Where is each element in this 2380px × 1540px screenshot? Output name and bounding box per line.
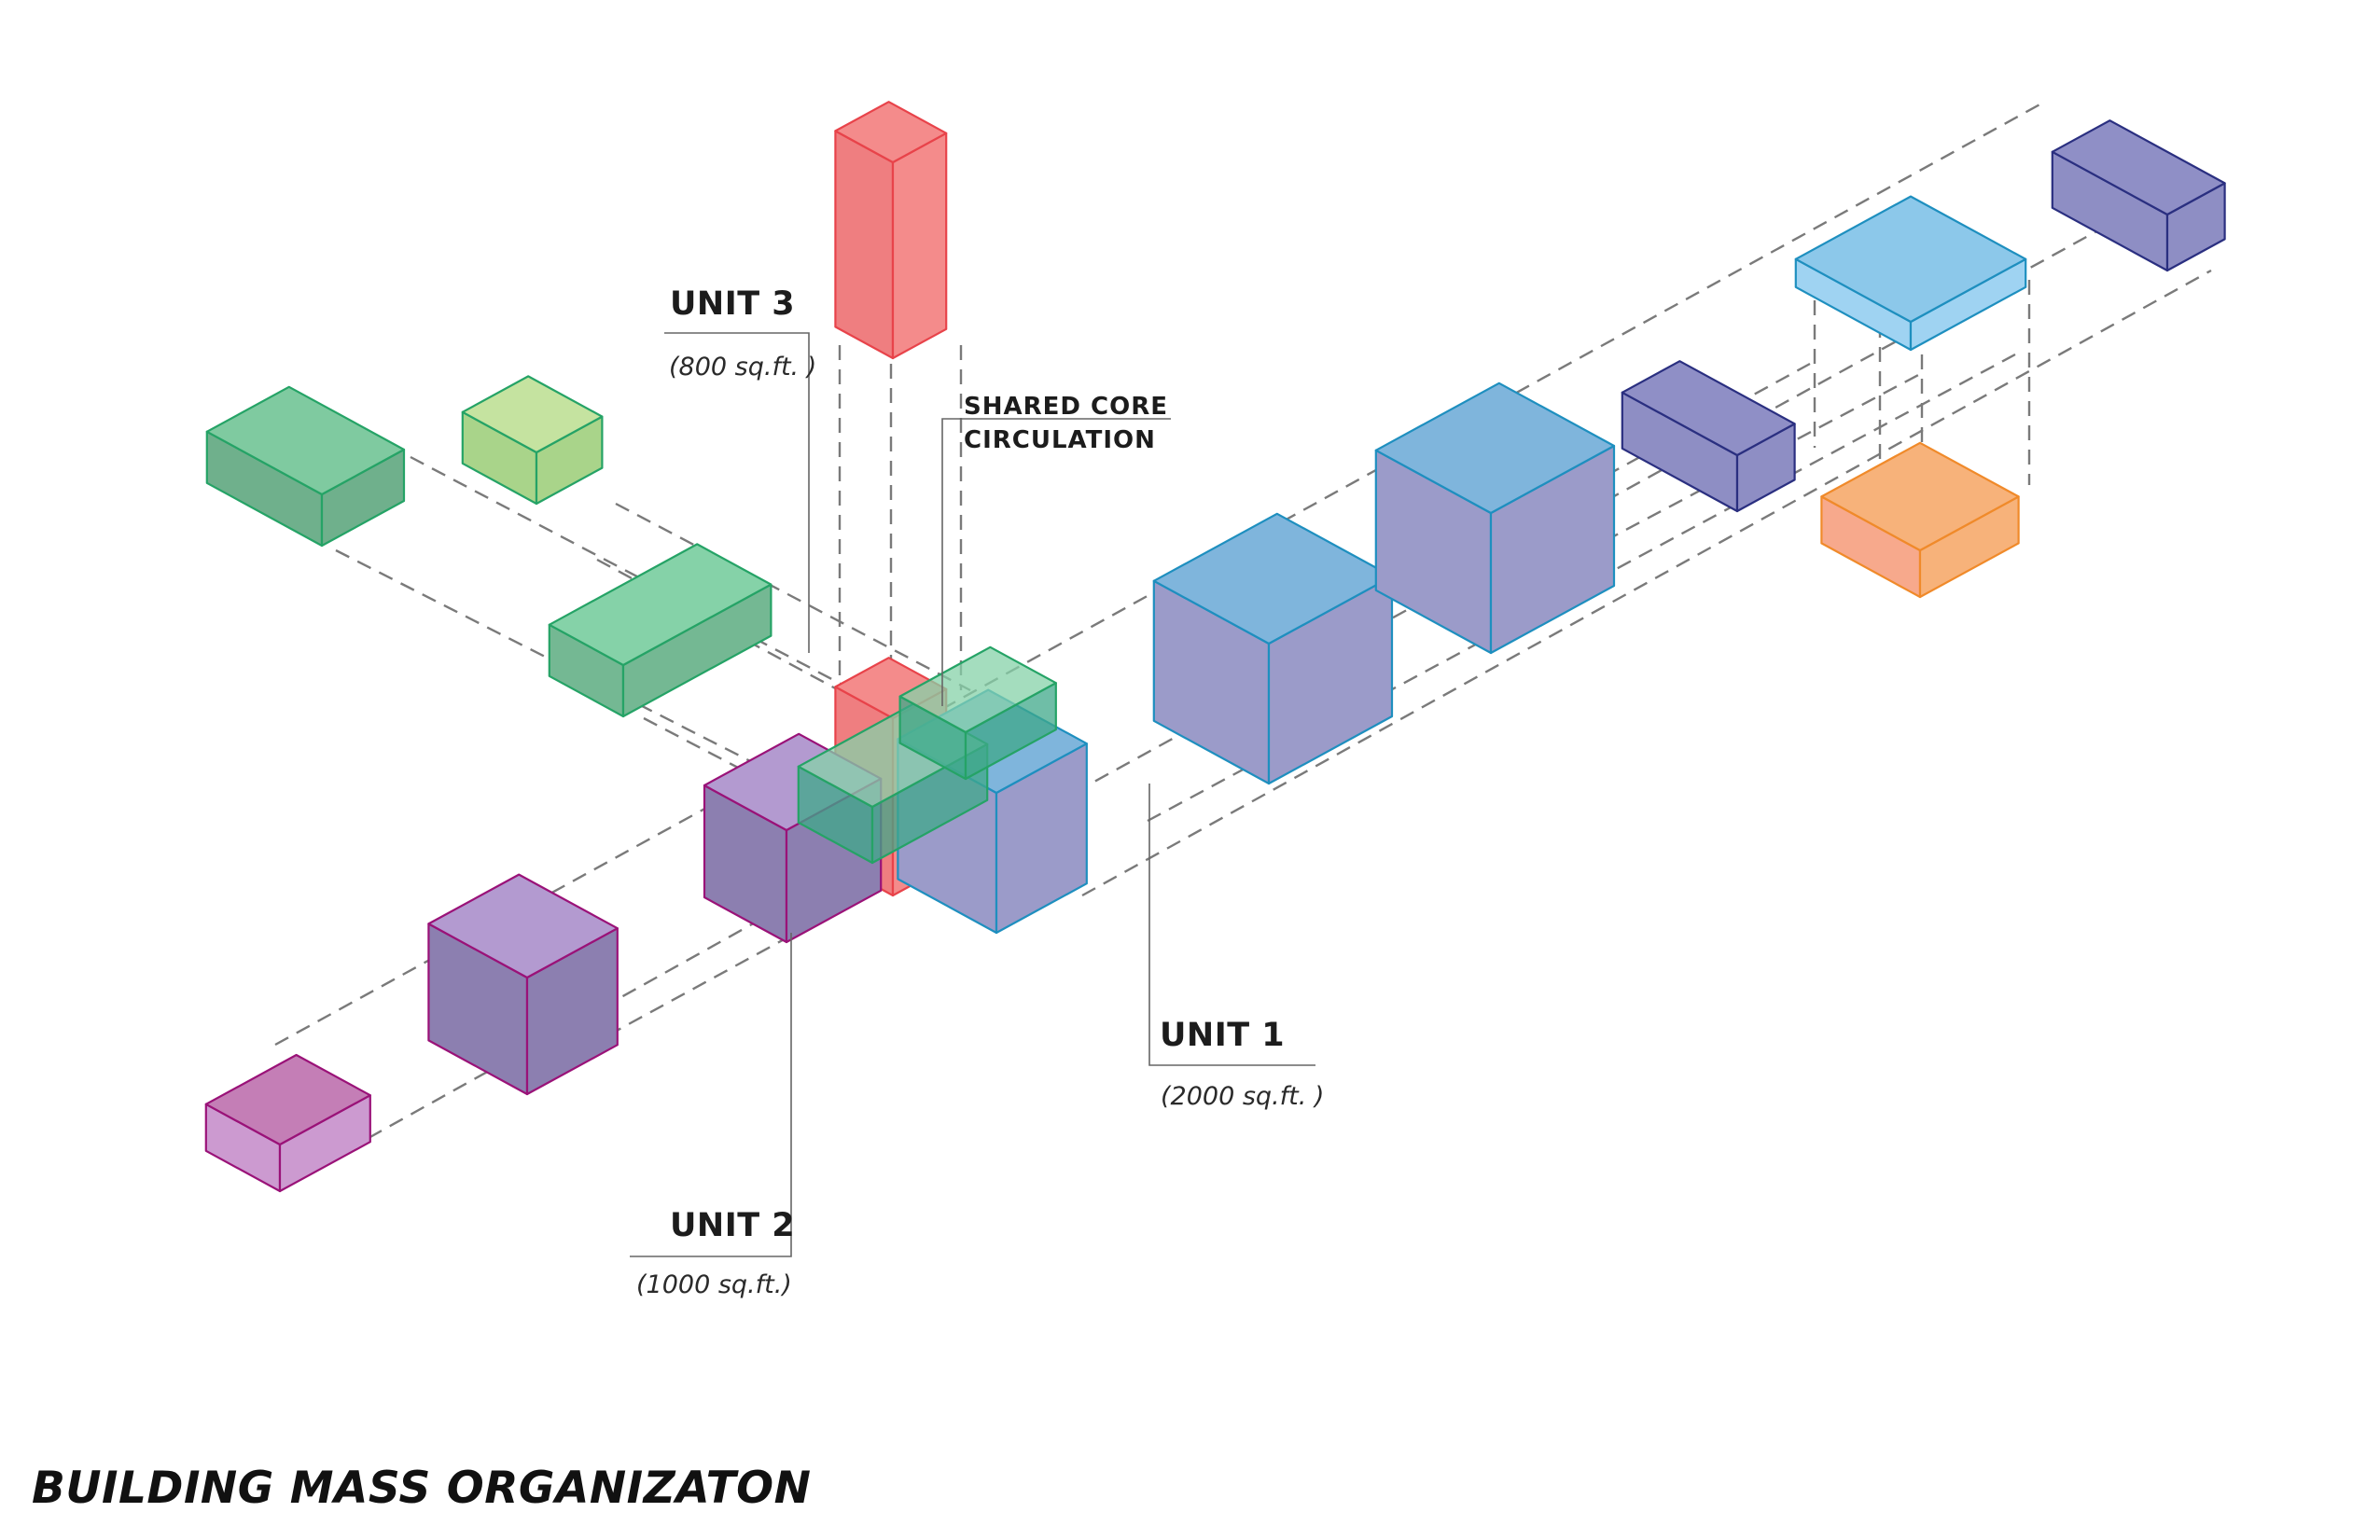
core-tower-top-right-face xyxy=(891,132,948,360)
unit2-block-b-top-face xyxy=(427,873,619,979)
masses-group xyxy=(204,101,2226,1193)
unit3-block-a-top-face xyxy=(205,385,406,496)
unit1-navy-b-top-face xyxy=(2051,119,2226,216)
unit3-area: (800 sq.ft. ) xyxy=(669,353,817,382)
unit2-title: UNIT 2 xyxy=(670,1207,796,1244)
unit3-title: UNIT 3 xyxy=(670,285,796,323)
unit1-block-mid-top-face xyxy=(1152,512,1394,645)
unit1-navy-a-top-face xyxy=(1621,360,1796,457)
unit2-block-a-top-face xyxy=(204,1053,371,1146)
core-label-line2: CIRCULATION xyxy=(964,426,1156,454)
core-label-line1: SHARED CORE xyxy=(964,393,1168,421)
page-title: BUILDING MASS ORGANIZATON xyxy=(32,1463,812,1514)
core-tower-top-left-face xyxy=(834,130,895,360)
unit3-overlay-b-top-face xyxy=(898,645,1057,734)
unit3-block-b-top-face xyxy=(461,375,604,454)
core-tower-top-top-face xyxy=(834,101,948,164)
leader-lines xyxy=(630,332,1315,1257)
unit1-area: (2000 sq.ft. ) xyxy=(1161,1082,1325,1111)
unit2-area: (1000 sq.ft.) xyxy=(636,1270,792,1299)
unit3-block-c-top-face xyxy=(548,543,772,667)
unit1-title: UNIT 1 xyxy=(1160,1017,1286,1054)
unit1-orange-slab-top-face xyxy=(1820,441,2020,552)
unit1-block-upper-top-face xyxy=(1374,382,1616,515)
unit1-sky-slab-top-face xyxy=(1794,195,2027,324)
